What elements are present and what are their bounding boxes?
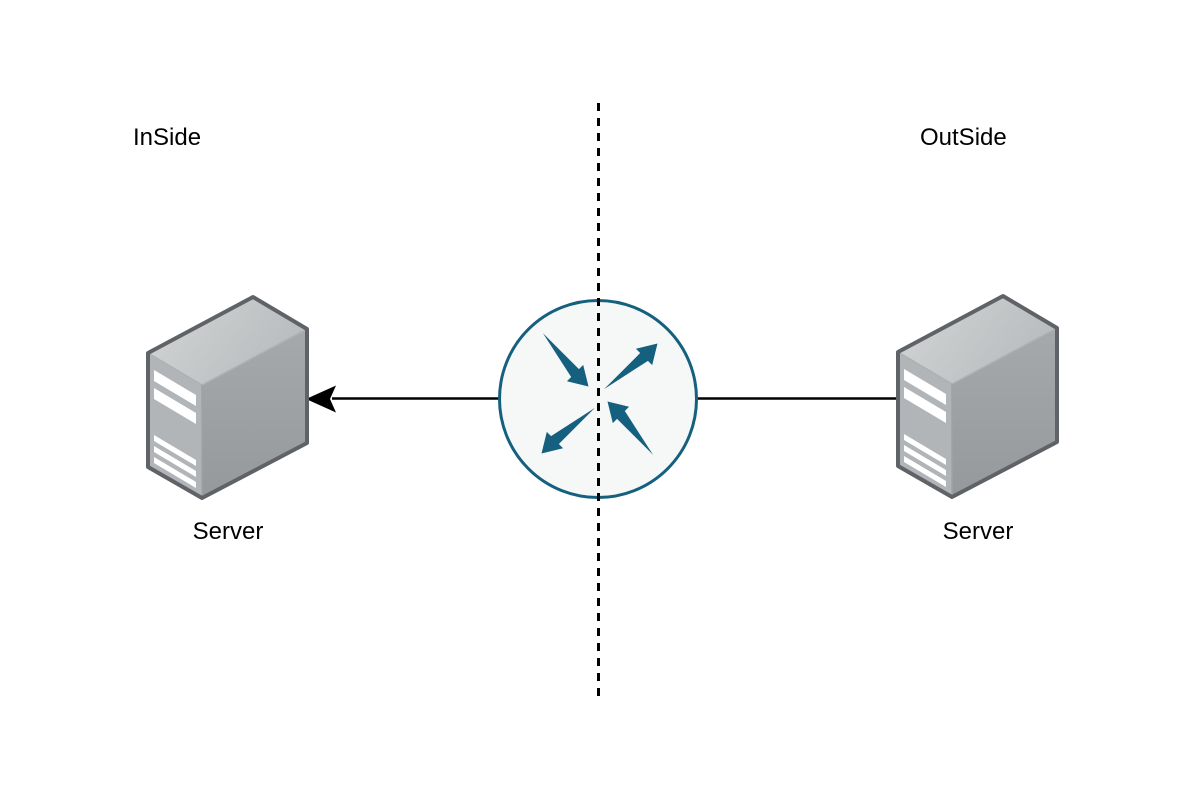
server-label-left: Server [192, 518, 264, 545]
server-icon-right [896, 294, 1059, 499]
server-icon-left [146, 295, 309, 500]
server-label-right: Server [942, 518, 1014, 545]
zone-label-outside: OutSide [920, 124, 1007, 151]
arrowhead-left [306, 385, 336, 413]
edge-router-to-left-server [306, 385, 499, 413]
zone-label-inside: InSide [133, 124, 202, 151]
